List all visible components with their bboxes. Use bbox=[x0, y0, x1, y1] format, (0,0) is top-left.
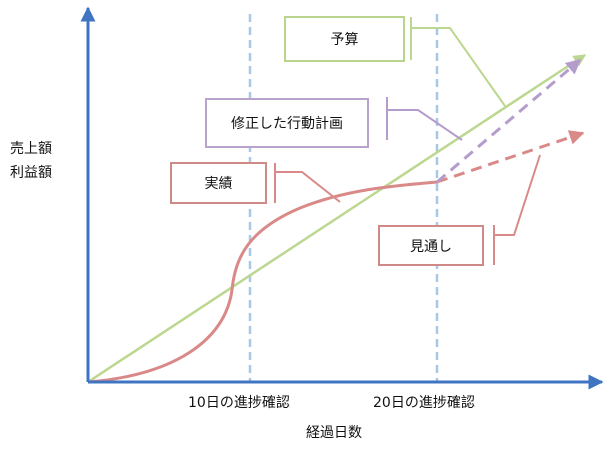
budget-line bbox=[87, 53, 587, 384]
forecast-callout-connector bbox=[493, 154, 541, 265]
budget-callout: 予算 bbox=[284, 16, 405, 62]
revised-plan-callout-text: 修正した行動計画 bbox=[231, 116, 343, 132]
forecast-line bbox=[436, 130, 585, 184]
actual-curve bbox=[87, 180, 438, 384]
revised-plan-callout: 修正した行動計画 bbox=[205, 98, 369, 148]
forecast-callout-text: 見通し bbox=[410, 238, 452, 255]
actual-callout-connector bbox=[274, 163, 341, 203]
x-axis-label: 経過日数 bbox=[306, 425, 362, 441]
budget-callout-text: 予算 bbox=[330, 32, 359, 48]
milestone-day10-label: 10日の進捗確認 bbox=[188, 395, 290, 411]
actual-callout-text: 実績 bbox=[204, 176, 233, 192]
budget-callout-connector bbox=[410, 17, 506, 107]
actual-callout: 実績 bbox=[170, 162, 267, 204]
plan-callout-connector bbox=[386, 97, 463, 141]
revised-plan-line bbox=[436, 58, 582, 184]
y-axis-label-line2: 利益額 bbox=[10, 165, 52, 181]
y-axis-label-line1: 売上額 bbox=[10, 141, 52, 157]
forecast-callout: 見通し bbox=[378, 225, 484, 266]
milestone-day20-label: 20日の進捗確認 bbox=[373, 395, 475, 411]
